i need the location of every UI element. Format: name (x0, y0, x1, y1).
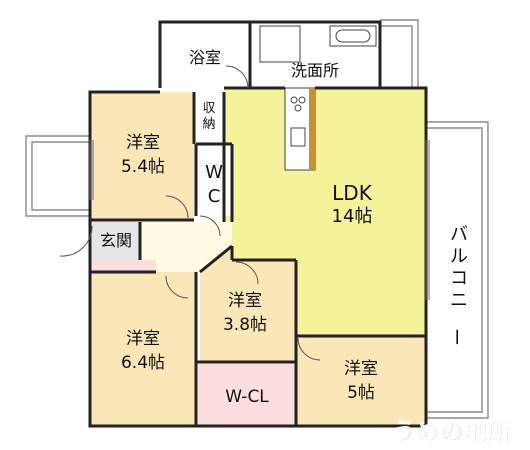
balcony-label-char: コ (450, 268, 468, 289)
walkin-closet-room (198, 364, 296, 426)
hallway (140, 222, 232, 272)
washroom-room (250, 22, 380, 88)
watermark: うめの地所 (392, 418, 512, 446)
ldk-label: LDK (332, 181, 373, 205)
entrance-step (90, 260, 156, 272)
storage-room (194, 92, 224, 144)
western-ne-label: 洋室 (126, 133, 160, 153)
walkin-closet-label: W-CL (225, 387, 269, 407)
balcony-left (25, 135, 90, 217)
balcony-top (380, 19, 419, 88)
balcony-label-char: ル (450, 246, 468, 267)
ldk-room (224, 88, 426, 336)
storage-label-line2: 納 (202, 117, 215, 132)
walls (88, 20, 428, 428)
storage-label-line: 収 (202, 101, 215, 116)
entrance-label: 玄関 (100, 231, 132, 250)
western-sw-label: 洋室 (126, 329, 160, 349)
balcony-label-char: ー (445, 328, 466, 346)
bath-room (160, 22, 250, 88)
western-room-se (296, 336, 426, 426)
balcony-label-char: ニ (450, 290, 468, 311)
western-ne-size: 5.4帖 (121, 157, 165, 177)
door-swings (59, 65, 321, 361)
washroom-label: 洗面所 (291, 61, 339, 80)
western-room-sw (90, 272, 196, 426)
wc-room (196, 144, 232, 216)
balcony-label-char: バ (450, 224, 468, 245)
western-sw-size: 6.4帖 (121, 353, 165, 373)
entrance-room (90, 222, 140, 260)
ldk-size: 14帖 (332, 206, 373, 227)
western-room-mid (200, 246, 296, 362)
washbasin (329, 25, 377, 47)
western-se-size: 5帖 (347, 383, 375, 403)
balcony-label: バルコニー (445, 224, 468, 346)
washing-machine-pan (259, 25, 301, 63)
western-mid-size: 3.8帖 (223, 315, 267, 335)
storage-label: 収納 (202, 101, 215, 132)
western-mid-label: 洋室 (228, 291, 262, 311)
kitchen-counter (284, 87, 316, 171)
balcony-right (426, 121, 489, 419)
western-se-label: 洋室 (344, 359, 378, 379)
windows (89, 140, 430, 300)
western-room-ne (90, 92, 194, 220)
bath-label: 浴室 (189, 48, 221, 67)
